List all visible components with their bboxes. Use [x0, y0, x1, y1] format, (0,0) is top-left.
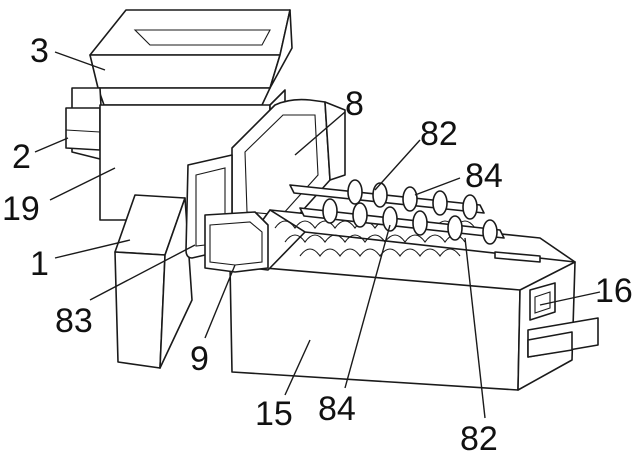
label-82-bottom: 82	[460, 420, 498, 458]
label-82-top: 82	[420, 115, 458, 153]
discharge-spout	[527, 282, 599, 358]
roller-shaft-lower	[299, 198, 505, 245]
hopper	[89, 9, 293, 106]
blade-row	[274, 220, 476, 257]
label-83: 83	[55, 302, 93, 340]
label-19: 19	[2, 190, 40, 228]
label-15: 15	[255, 395, 293, 433]
label-84-top: 84	[465, 157, 503, 195]
label-84-bottom: 84	[318, 390, 356, 428]
label-9: 9	[190, 340, 209, 378]
side-drive-box	[65, 87, 105, 161]
label-8: 8	[345, 85, 364, 123]
label-1: 1	[30, 245, 49, 283]
motor-housing	[231, 98, 346, 231]
label-2: 2	[12, 138, 31, 176]
coupling-block	[204, 211, 269, 273]
leader-lines	[34, 51, 601, 419]
label-16: 16	[595, 272, 633, 310]
rear-pin	[494, 251, 541, 263]
label-3: 3	[30, 32, 49, 70]
trough-body	[229, 209, 576, 391]
